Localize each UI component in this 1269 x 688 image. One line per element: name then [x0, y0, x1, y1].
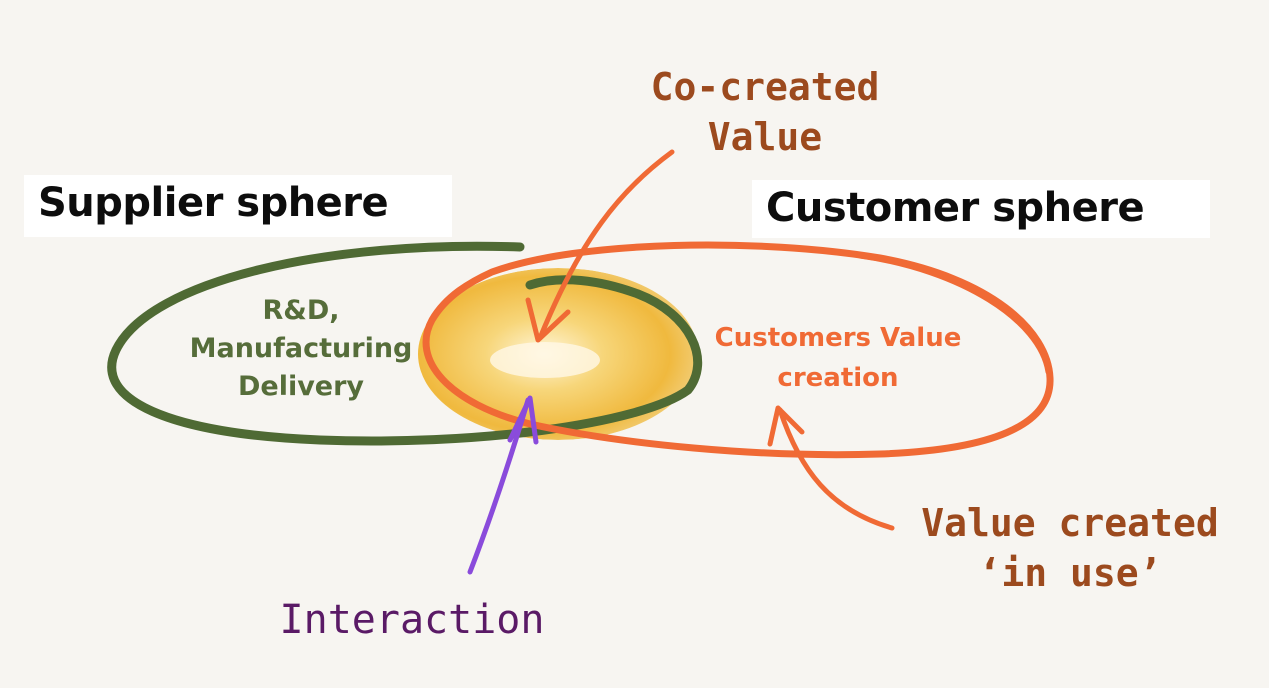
interaction-label: Interaction: [279, 597, 545, 643]
supplier-activity-rd: R&D,: [262, 295, 340, 326]
value-created-in-use-label: Value created ‘in use’: [880, 498, 1260, 598]
value-in-use-line-2: ‘in use’: [978, 551, 1162, 595]
supplier-sphere-title: Supplier sphere: [24, 175, 452, 237]
customer-ellipse: [422, 241, 1054, 459]
co-created-arrowhead: [525, 297, 571, 343]
supplier-activity-delivery: Delivery: [237, 371, 365, 402]
supplier-ellipse: [107, 241, 703, 446]
customer-sphere-title: Customer sphere: [752, 180, 1210, 238]
supplier-activity-manufacturing: Manufacturing: [189, 333, 413, 364]
co-created-line-1: Co-created: [650, 65, 880, 109]
supplier-activities-label: R&D, Manufacturing Delivery: [170, 292, 432, 406]
value-in-use-arrow: [777, 407, 895, 531]
co-created-arrow: [537, 149, 675, 341]
value-in-use-line-1: Value created: [921, 501, 1219, 545]
customer-activity-line-2: creation: [777, 363, 899, 393]
co-created-value-label: Co-created Value: [600, 62, 930, 162]
customer-value-creation-label: Customers Value creation: [688, 318, 988, 398]
interaction-arrowhead: [507, 395, 539, 445]
value-in-use-arrowhead: [767, 405, 805, 447]
co-created-line-2: Value: [707, 115, 823, 159]
customer-ellipse-overdraw: [857, 253, 1051, 375]
overlap-highlight: [490, 342, 600, 378]
customer-activity-line-1: Customers Value: [714, 323, 962, 353]
